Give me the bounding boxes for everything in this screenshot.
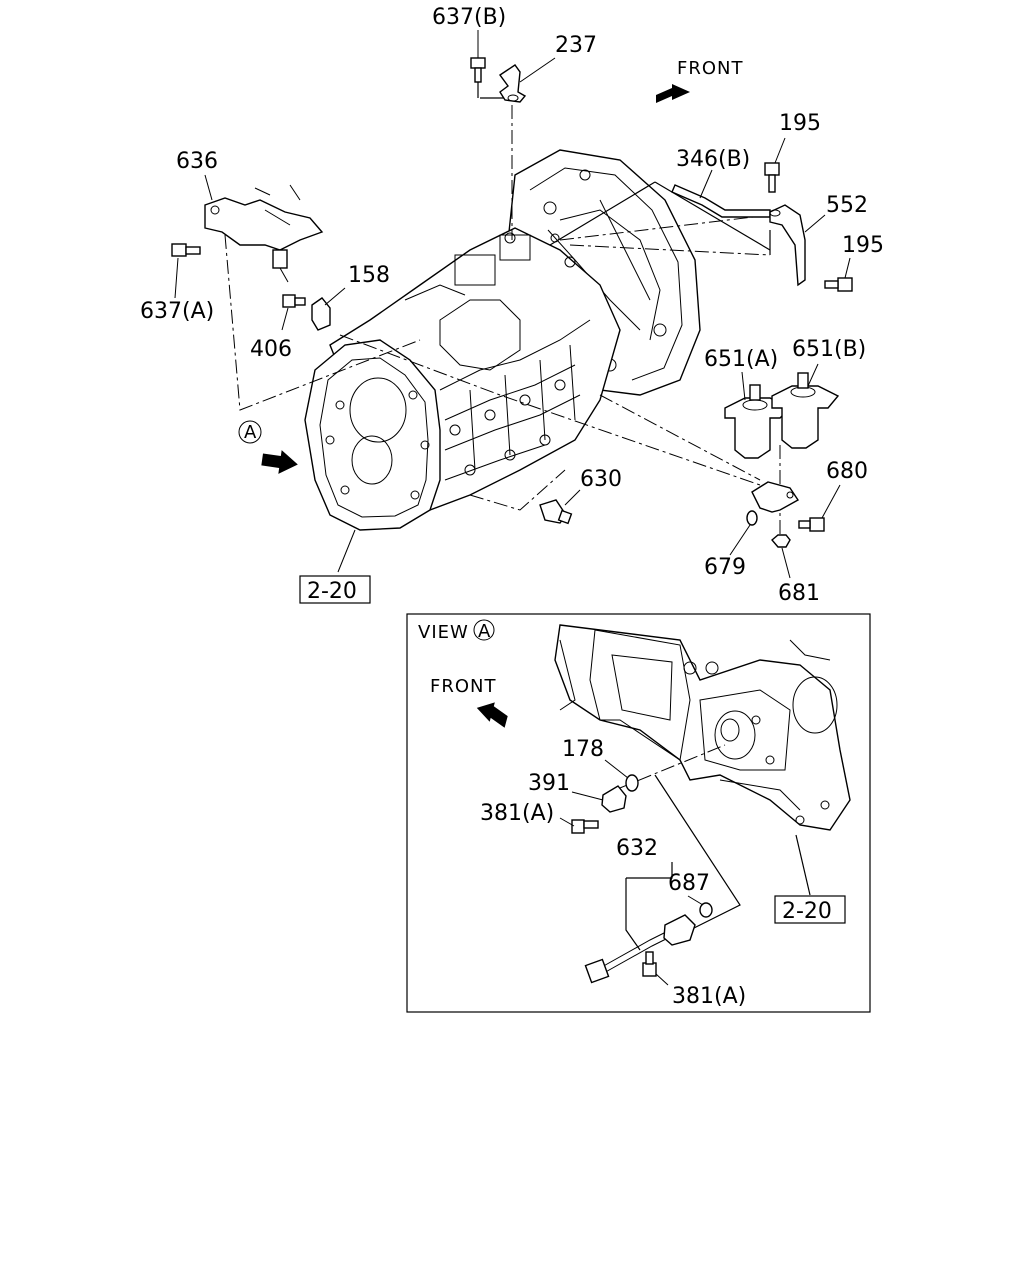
part-391-sensor xyxy=(601,785,627,813)
label-552: 552 xyxy=(826,193,868,218)
ref-box-inset xyxy=(774,895,846,924)
view-a-front: FRONT xyxy=(430,676,497,697)
ref-inset-text: 2-20 xyxy=(782,899,832,924)
label-158: 158 xyxy=(348,263,390,288)
part-651a-mount xyxy=(724,384,792,459)
label-681: 681 xyxy=(778,581,820,606)
part-552-bracket xyxy=(769,204,806,287)
label-680: 680 xyxy=(826,459,868,484)
transmission-housing-drawing xyxy=(304,149,701,531)
part-237-bracket xyxy=(499,64,527,103)
main-labels: 637(B) 237 FRONT 636 195 346(B) 552 195 … xyxy=(140,5,884,606)
part-406-bolt xyxy=(282,294,306,308)
label-381a-bottom: 381(A) xyxy=(672,984,746,1009)
part-630-switch xyxy=(539,499,573,525)
part-636-bracket xyxy=(204,184,324,283)
label-632: 632 xyxy=(616,836,658,861)
label-687: 687 xyxy=(668,871,710,896)
label-front-top: FRONT xyxy=(677,58,744,79)
part-632-sensor-harness xyxy=(584,862,696,984)
part-680-bolt xyxy=(798,517,825,532)
label-637a: 637(A) xyxy=(140,299,214,324)
label-636: 636 xyxy=(176,149,218,174)
label-178: 178 xyxy=(562,737,604,762)
label-346b: 346(B) xyxy=(676,147,750,172)
label-381a-top: 381(A) xyxy=(480,801,554,826)
label-195-right: 195 xyxy=(842,233,884,258)
part-681-nut xyxy=(771,534,791,548)
view-a-inset: VIEW A FRONT xyxy=(406,613,871,1013)
ref-box-main: 2-20 xyxy=(299,575,371,604)
label-406: 406 xyxy=(250,337,292,362)
view-a-title: VIEW xyxy=(418,622,469,643)
part-651b-mount xyxy=(771,372,840,449)
ref-main-text: 2-20 xyxy=(307,579,357,604)
view-a-marker xyxy=(238,420,298,474)
part-687-oring xyxy=(699,902,713,918)
label-651b: 651(B) xyxy=(792,337,866,362)
label-195-top: 195 xyxy=(779,111,821,136)
part-381a-bolt-top xyxy=(571,819,599,834)
part-637a-bolt xyxy=(171,243,201,257)
part-mount-bracket xyxy=(751,481,800,513)
part-158-plug xyxy=(311,297,331,331)
part-381a-bolt-bottom xyxy=(642,951,657,977)
label-237: 237 xyxy=(555,33,597,58)
view-a-housing xyxy=(554,624,851,831)
front-arrow-top xyxy=(656,84,690,103)
label-circle-a: A xyxy=(244,422,257,443)
label-679: 679 xyxy=(704,555,746,580)
label-391: 391 xyxy=(528,771,570,796)
label-630: 630 xyxy=(580,467,622,492)
label-651a: 651(A) xyxy=(704,347,778,372)
part-195-bolt-right xyxy=(824,277,853,292)
part-195-bolt-top xyxy=(764,162,780,193)
label-leaders xyxy=(174,30,851,579)
view-a-title-circle: A xyxy=(478,621,491,642)
part-637b-bolt xyxy=(470,57,486,83)
part-178-oring xyxy=(625,774,639,792)
label-637b: 637(B) xyxy=(432,5,506,30)
part-679-washer xyxy=(746,510,758,526)
